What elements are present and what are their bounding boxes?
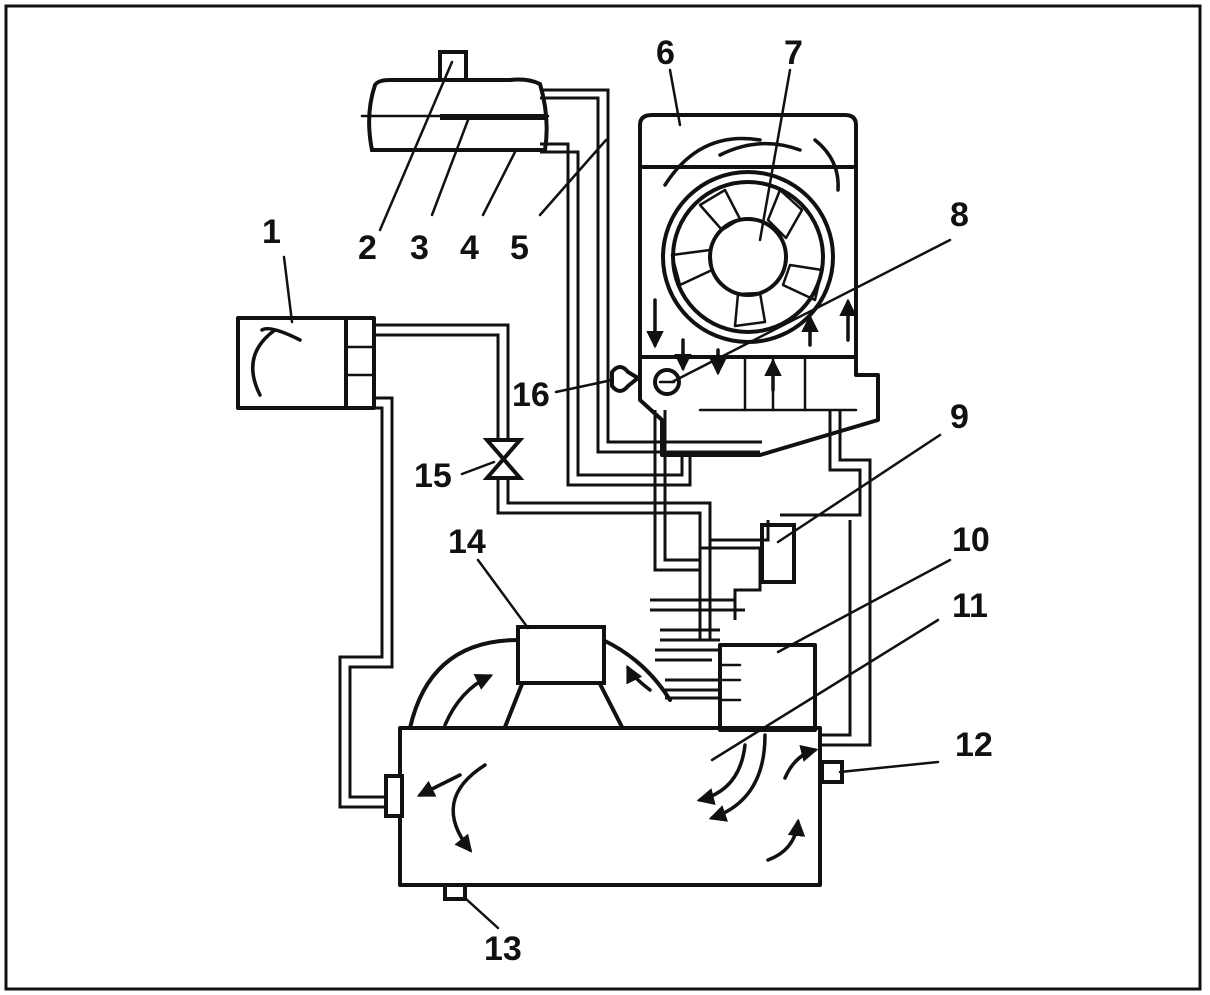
- label-1: 1: [262, 213, 281, 251]
- label-6: 6: [656, 34, 675, 72]
- water-pump: [718, 643, 817, 732]
- label-16: 16: [512, 376, 550, 414]
- label-5: 5: [510, 229, 529, 267]
- fan: [661, 170, 835, 344]
- expansion-tank: [360, 77, 550, 152]
- label-4: 4: [460, 229, 479, 267]
- pipes: [338, 88, 872, 809]
- label-7: 7: [784, 34, 803, 72]
- frame: [4, 4, 1202, 991]
- wing-valve: [610, 365, 640, 393]
- label-12: 12: [955, 726, 993, 764]
- label-13: 13: [484, 930, 522, 968]
- label-2: 2: [358, 229, 377, 267]
- radiator: [638, 113, 880, 457]
- engine-block: [384, 726, 822, 887]
- label-8: 8: [950, 196, 969, 234]
- label-14: 14: [448, 523, 486, 561]
- oil-cooler: [516, 625, 606, 685]
- label-15: 15: [414, 457, 452, 495]
- label-3: 3: [410, 229, 429, 267]
- sump-drain: [443, 883, 467, 901]
- leader-lines: [282, 60, 952, 930]
- label-11: 11: [952, 587, 988, 625]
- heater-valve: [482, 438, 525, 480]
- label-10: 10: [952, 521, 990, 559]
- filler-cap: [438, 50, 468, 82]
- heater-core: [236, 316, 376, 410]
- radiator-drain-valve: [653, 368, 681, 396]
- engine-head-dome: [408, 638, 672, 730]
- label-9: 9: [950, 398, 969, 436]
